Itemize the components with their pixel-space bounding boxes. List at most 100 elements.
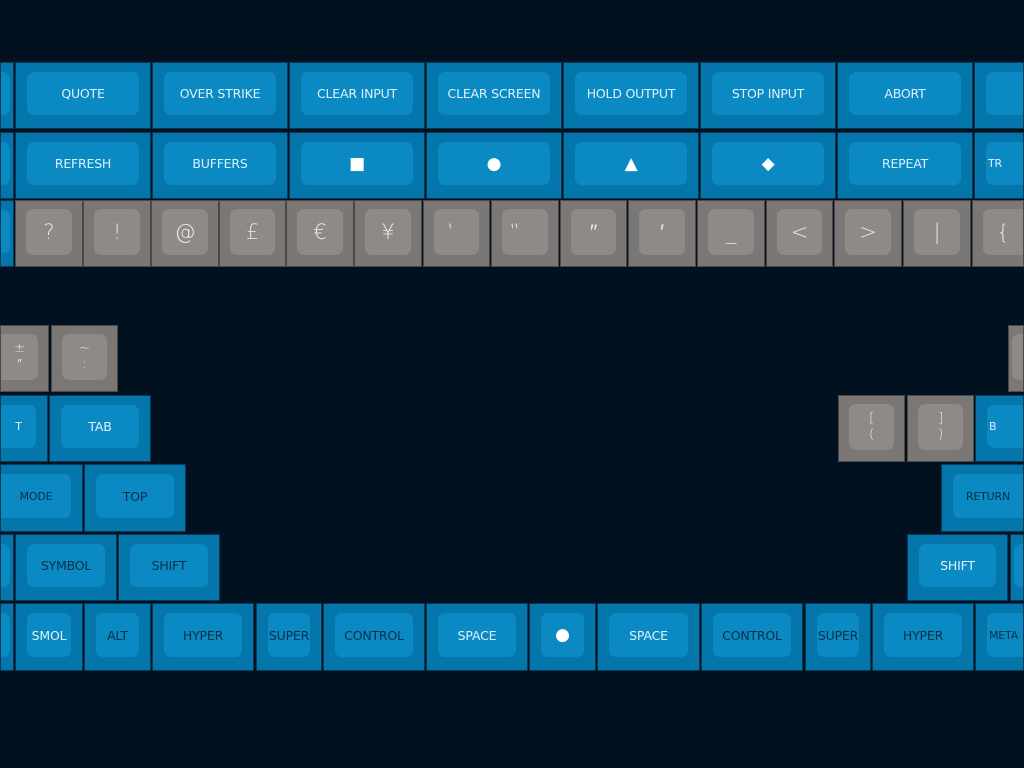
keycap: T bbox=[1, 405, 36, 448]
key-blank[interactable] bbox=[0, 132, 14, 199]
key-symbol-58[interactable]: ]) bbox=[907, 395, 974, 462]
key-control[interactable]: CONTROL bbox=[701, 603, 803, 671]
key-label-primary: SPACE bbox=[457, 627, 497, 643]
key-label-primary: B bbox=[989, 420, 997, 433]
key-circle[interactable]: ● bbox=[426, 132, 562, 199]
keycap: CLEAR SCREEN bbox=[438, 72, 550, 115]
key-symbol-25[interactable]: ‛ bbox=[423, 200, 490, 267]
key-space[interactable]: SPACE bbox=[426, 603, 528, 671]
key-repeat[interactable]: REPEAT bbox=[837, 132, 973, 199]
key-b[interactable]: B bbox=[975, 395, 1024, 462]
key-clear-input[interactable]: CLEAR INPUT bbox=[289, 62, 425, 129]
key-triangle[interactable]: ▲ bbox=[563, 132, 699, 199]
key-space[interactable]: SPACE bbox=[597, 603, 700, 671]
keycap: @ bbox=[162, 209, 208, 255]
key-clear-screen[interactable]: CLEAR SCREEN bbox=[426, 62, 562, 129]
keycap: ● bbox=[438, 142, 550, 185]
key-super[interactable]: SUPER bbox=[256, 603, 322, 671]
key-symbol-28[interactable]: ′ bbox=[628, 200, 696, 267]
key-shift[interactable]: SHIFT bbox=[118, 534, 220, 601]
key-symbol-33[interactable]: { bbox=[972, 200, 1024, 267]
keycap: ‛ bbox=[434, 209, 479, 255]
key-label-primary: CONTROL bbox=[344, 627, 404, 643]
key-meta[interactable]: META bbox=[975, 603, 1024, 671]
key-label: HYPER bbox=[903, 628, 943, 643]
keycap: ▲ bbox=[575, 142, 687, 185]
key-refresh[interactable]: REFRESH bbox=[15, 132, 151, 199]
key-mode[interactable]: MODE bbox=[0, 464, 83, 532]
key-shift[interactable]: SHIFT bbox=[907, 534, 1008, 601]
key-label: SHIFT bbox=[152, 558, 187, 573]
key-blank[interactable] bbox=[0, 603, 14, 671]
key-smol[interactable]: SMOL bbox=[15, 603, 83, 671]
key-symbol-30[interactable]: < bbox=[766, 200, 833, 267]
key-diamond[interactable]: ◆ bbox=[700, 132, 836, 199]
keycap: > bbox=[845, 209, 891, 255]
key-quote[interactable]: QUOTE bbox=[15, 62, 151, 129]
key-label: ‟ bbox=[520, 220, 531, 244]
key-symbol-27[interactable]: ″ bbox=[560, 200, 627, 267]
key-super[interactable]: SUPER bbox=[805, 603, 871, 671]
key-symbol[interactable]: SYMBOL bbox=[15, 534, 117, 601]
key-top[interactable]: TOP bbox=[84, 464, 186, 532]
key-label-primary: CLEAR INPUT bbox=[317, 86, 397, 101]
key-t[interactable]: T bbox=[0, 395, 48, 462]
keycap: | bbox=[914, 209, 960, 255]
key-return[interactable]: RETURN bbox=[941, 464, 1024, 532]
key-symbol-35[interactable]: ~: bbox=[51, 325, 118, 392]
key-symbol-20[interactable]: ! bbox=[83, 200, 151, 267]
key-blank[interactable] bbox=[0, 534, 14, 601]
key-label-primary: CONTROL bbox=[722, 627, 782, 643]
key-tr[interactable]: TR bbox=[974, 132, 1024, 199]
key-symbol-29[interactable]: _ bbox=[697, 200, 765, 267]
key-label: ALT bbox=[107, 628, 128, 643]
key-label: _ bbox=[726, 220, 737, 244]
key-label-primary: TOP bbox=[122, 488, 148, 504]
key-hyper[interactable]: HYPER bbox=[152, 603, 254, 671]
key-symbol-21[interactable]: @ bbox=[151, 200, 219, 267]
key-label-primary: £ bbox=[245, 220, 260, 244]
key-label-primary: [ bbox=[869, 411, 874, 426]
keycap: ALT bbox=[96, 613, 139, 657]
key-symbol-22[interactable]: £ bbox=[219, 200, 286, 267]
key-symbol-24[interactable]: ¥ bbox=[354, 200, 422, 267]
key-blank[interactable] bbox=[1010, 534, 1024, 601]
key-symbol-57[interactable]: [( bbox=[838, 395, 905, 462]
key-symbol-32[interactable]: | bbox=[903, 200, 971, 267]
key-tab[interactable]: TAB bbox=[49, 395, 151, 462]
key-abort[interactable]: ABORT bbox=[837, 62, 973, 129]
key-symbol-26[interactable]: ‟ bbox=[491, 200, 559, 267]
key-symbol-31[interactable]: > bbox=[834, 200, 902, 267]
key-blank[interactable] bbox=[0, 62, 14, 129]
key-label: | bbox=[934, 220, 941, 244]
key-hyper[interactable]: HYPER bbox=[872, 603, 974, 671]
key-label-primary: ▲ bbox=[624, 153, 638, 174]
keycap: SHIFT bbox=[130, 544, 208, 587]
key-label: ? bbox=[44, 220, 55, 244]
key-blank[interactable] bbox=[1008, 325, 1024, 392]
keycap: ~: bbox=[62, 334, 107, 380]
keycap: ]) bbox=[918, 404, 963, 450]
key-stop-input[interactable]: STOP INPUT bbox=[700, 62, 836, 129]
key-square[interactable]: ■ bbox=[289, 132, 425, 199]
keycap: OVER STRIKE bbox=[164, 72, 276, 115]
keycap: TOP bbox=[96, 474, 174, 518]
keycap: SUPER bbox=[817, 613, 859, 657]
key-buffers[interactable]: BUFFERS bbox=[152, 132, 288, 199]
keycap: HOLD OUTPUT bbox=[575, 72, 687, 115]
key-hold-output[interactable]: HOLD OUTPUT bbox=[563, 62, 699, 129]
key-label-primary: STOP INPUT bbox=[731, 86, 805, 101]
key-symbol-19[interactable]: ? bbox=[15, 200, 83, 267]
key-blank[interactable] bbox=[974, 62, 1024, 129]
key-label-primary: @ bbox=[174, 220, 196, 244]
keycap: ‟ bbox=[502, 209, 548, 255]
key-blank[interactable] bbox=[0, 200, 14, 267]
key-over-strike[interactable]: OVER STRIKE bbox=[152, 62, 288, 129]
key-label: OVER STRIKE bbox=[180, 86, 261, 101]
key-label-primary: HYPER bbox=[902, 627, 944, 643]
key-control[interactable]: CONTROL bbox=[323, 603, 425, 671]
key-alt[interactable]: ALT bbox=[84, 603, 151, 671]
key-symbol-34[interactable]: ±″ bbox=[0, 325, 49, 392]
key-symbol-23[interactable]: € bbox=[286, 200, 354, 267]
key-circle[interactable]: ● bbox=[529, 603, 596, 671]
